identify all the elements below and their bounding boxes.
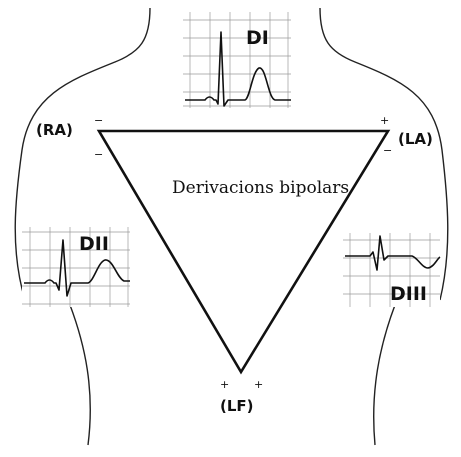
polarity-sign-ra-lead2: − <box>94 148 103 161</box>
diagram-title: Derivacions bipolars <box>172 178 349 198</box>
lead-1-panel: DI <box>183 12 291 108</box>
lead-1-label: DI <box>246 27 269 49</box>
lead-3-label: DIII <box>390 283 427 305</box>
polarity-sign-la-lead1: + <box>380 114 389 127</box>
polarity-sign-ra-lead1: − <box>94 114 103 127</box>
electrode-label-right-arm: (RA) <box>36 121 73 139</box>
lead-2-label: DII <box>79 233 109 255</box>
polarity-sign-lf-lead3: + <box>254 378 263 391</box>
electrode-label-left-arm: (LA) <box>398 130 433 148</box>
polarity-sign-lf-lead2: + <box>220 378 229 391</box>
lead-3-panel: DIII <box>343 233 440 307</box>
polarity-sign-la-lead3: − <box>383 144 392 157</box>
lead-2-panel: DII <box>22 227 130 307</box>
electrode-label-left-foot: (LF) <box>220 397 254 415</box>
